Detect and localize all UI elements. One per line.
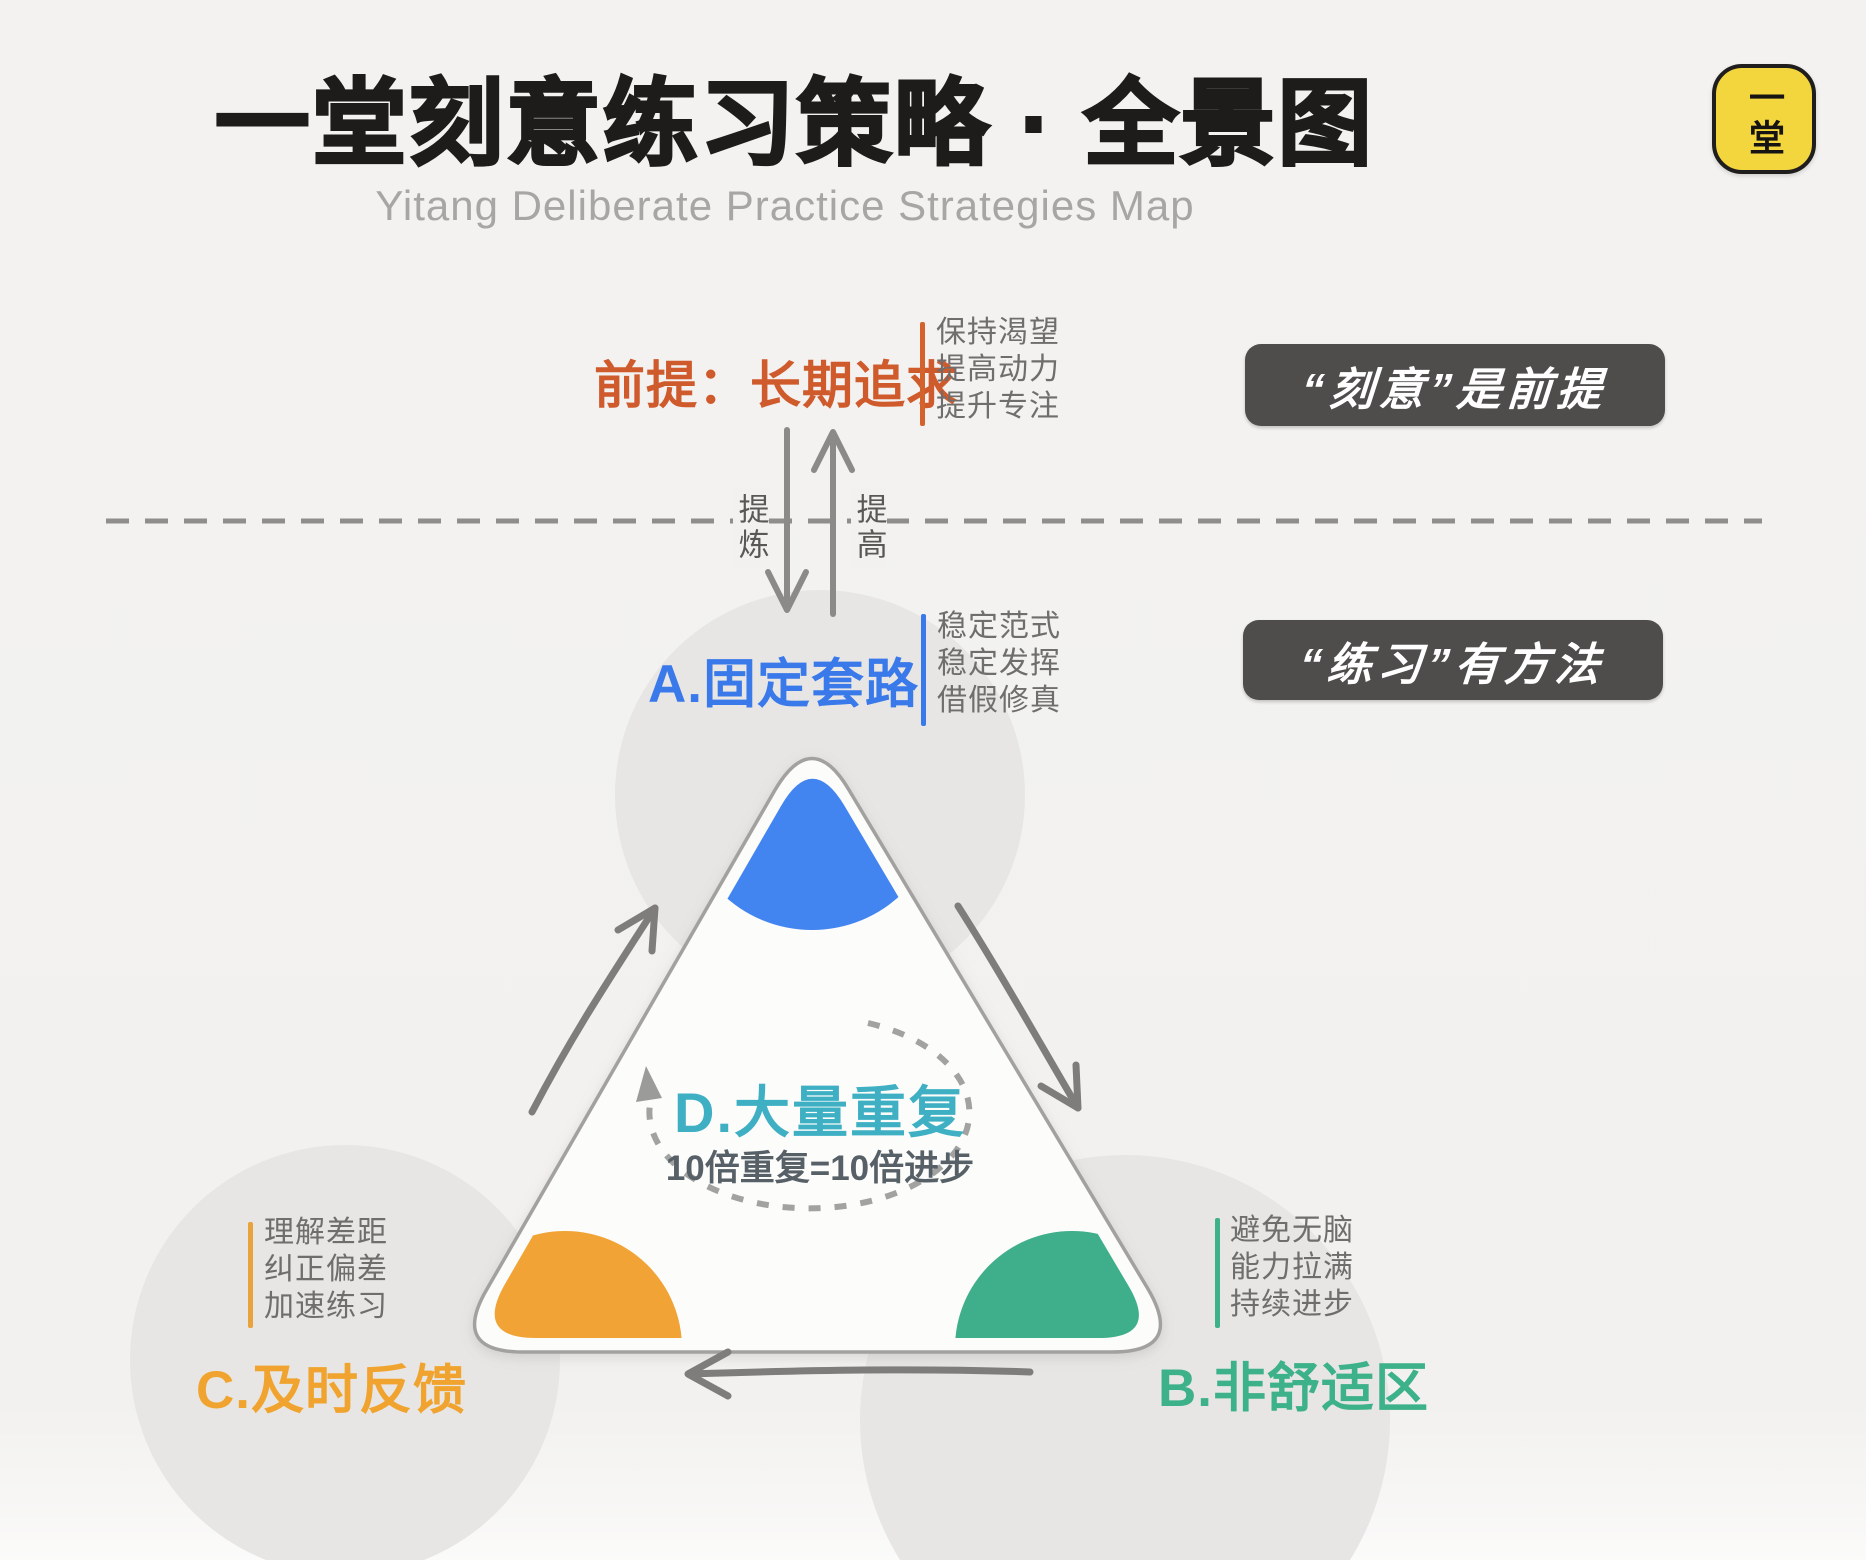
cycle-arrow-left-up [528, 904, 659, 1116]
improve-up-arrow [811, 429, 855, 617]
node-a-note-line: 借假修真 [937, 684, 1061, 717]
node-b-notes-bar [1215, 1218, 1220, 1328]
premise-note-line: 提升专注 [936, 390, 1060, 423]
badge-deliberate-text: “刻意”是前提 [1300, 363, 1610, 415]
page-subtitle: Yitang Deliberate Practice Strategies Ma… [375, 182, 1195, 229]
premise-label: 前提：长期追求 [594, 357, 959, 414]
refine-down-arrow [765, 427, 809, 613]
page-title: 一堂刻意练习策略 · 全景图 [214, 70, 1375, 178]
node-a-note-line: 稳定范式 [937, 610, 1061, 643]
cycle-arrow-right-down [954, 902, 1082, 1112]
cycle-arrow-bottom-left [684, 1348, 1034, 1400]
node-a-notes: 稳定范式 稳定发挥 借假修真 [937, 608, 1061, 719]
badge-practice-text: “练习”有方法 [1298, 638, 1608, 690]
corner-circle-green [955, 1231, 1139, 1338]
node-b-label: B.非舒适区 [1158, 1359, 1429, 1418]
node-c-notes: 理解差距 纠正偏差 加速练习 [264, 1214, 388, 1325]
yitang-logo: 一堂 [1712, 64, 1816, 174]
node-b-note-line: 持续进步 [1230, 1288, 1354, 1321]
yitang-logo-text: 一堂 [1744, 79, 1785, 159]
repetition-loop-arrowhead [636, 1066, 662, 1102]
node-b-notes: 避免无脑 能力拉满 持续进步 [1230, 1212, 1354, 1323]
corner-circle-blue [682, 778, 942, 930]
gray-circle-bottom-left [130, 1145, 560, 1560]
node-b-note-line: 能力拉满 [1230, 1251, 1354, 1284]
node-c-note-line: 加速练习 [264, 1290, 388, 1323]
badge-practice: “练习”有方法 [1243, 620, 1663, 700]
premise-notes: 保持渴望 提高动力 提升专注 [936, 314, 1060, 425]
node-d-subtext: 10倍重复=10倍进步 [665, 1149, 975, 1188]
premise-note-line: 保持渴望 [936, 316, 1060, 349]
node-a-label: A.固定套路 [648, 655, 919, 714]
triangle-outline [472, 756, 1163, 1354]
node-c-note-line: 纠正偏差 [264, 1253, 388, 1286]
improve-label: 提高 [851, 488, 887, 568]
node-a-note-line: 稳定发挥 [937, 647, 1061, 680]
node-c-notes-bar [248, 1222, 253, 1328]
corner-circle-orange [494, 1231, 682, 1338]
premise-notes-bar [920, 322, 925, 426]
repetition-loop-dashed-arc [646, 1020, 973, 1212]
node-c-label: C.及时反馈 [196, 1361, 467, 1420]
node-b-note-line: 避免无脑 [1230, 1214, 1354, 1247]
refine-label: 提炼 [733, 488, 769, 568]
node-c-note-line: 理解差距 [264, 1216, 388, 1249]
premise-note-line: 提高动力 [936, 353, 1060, 386]
node-d-label: D.大量重复 [674, 1081, 966, 1144]
node-a-notes-bar [921, 614, 926, 726]
badge-deliberate: “刻意”是前提 [1245, 344, 1665, 426]
